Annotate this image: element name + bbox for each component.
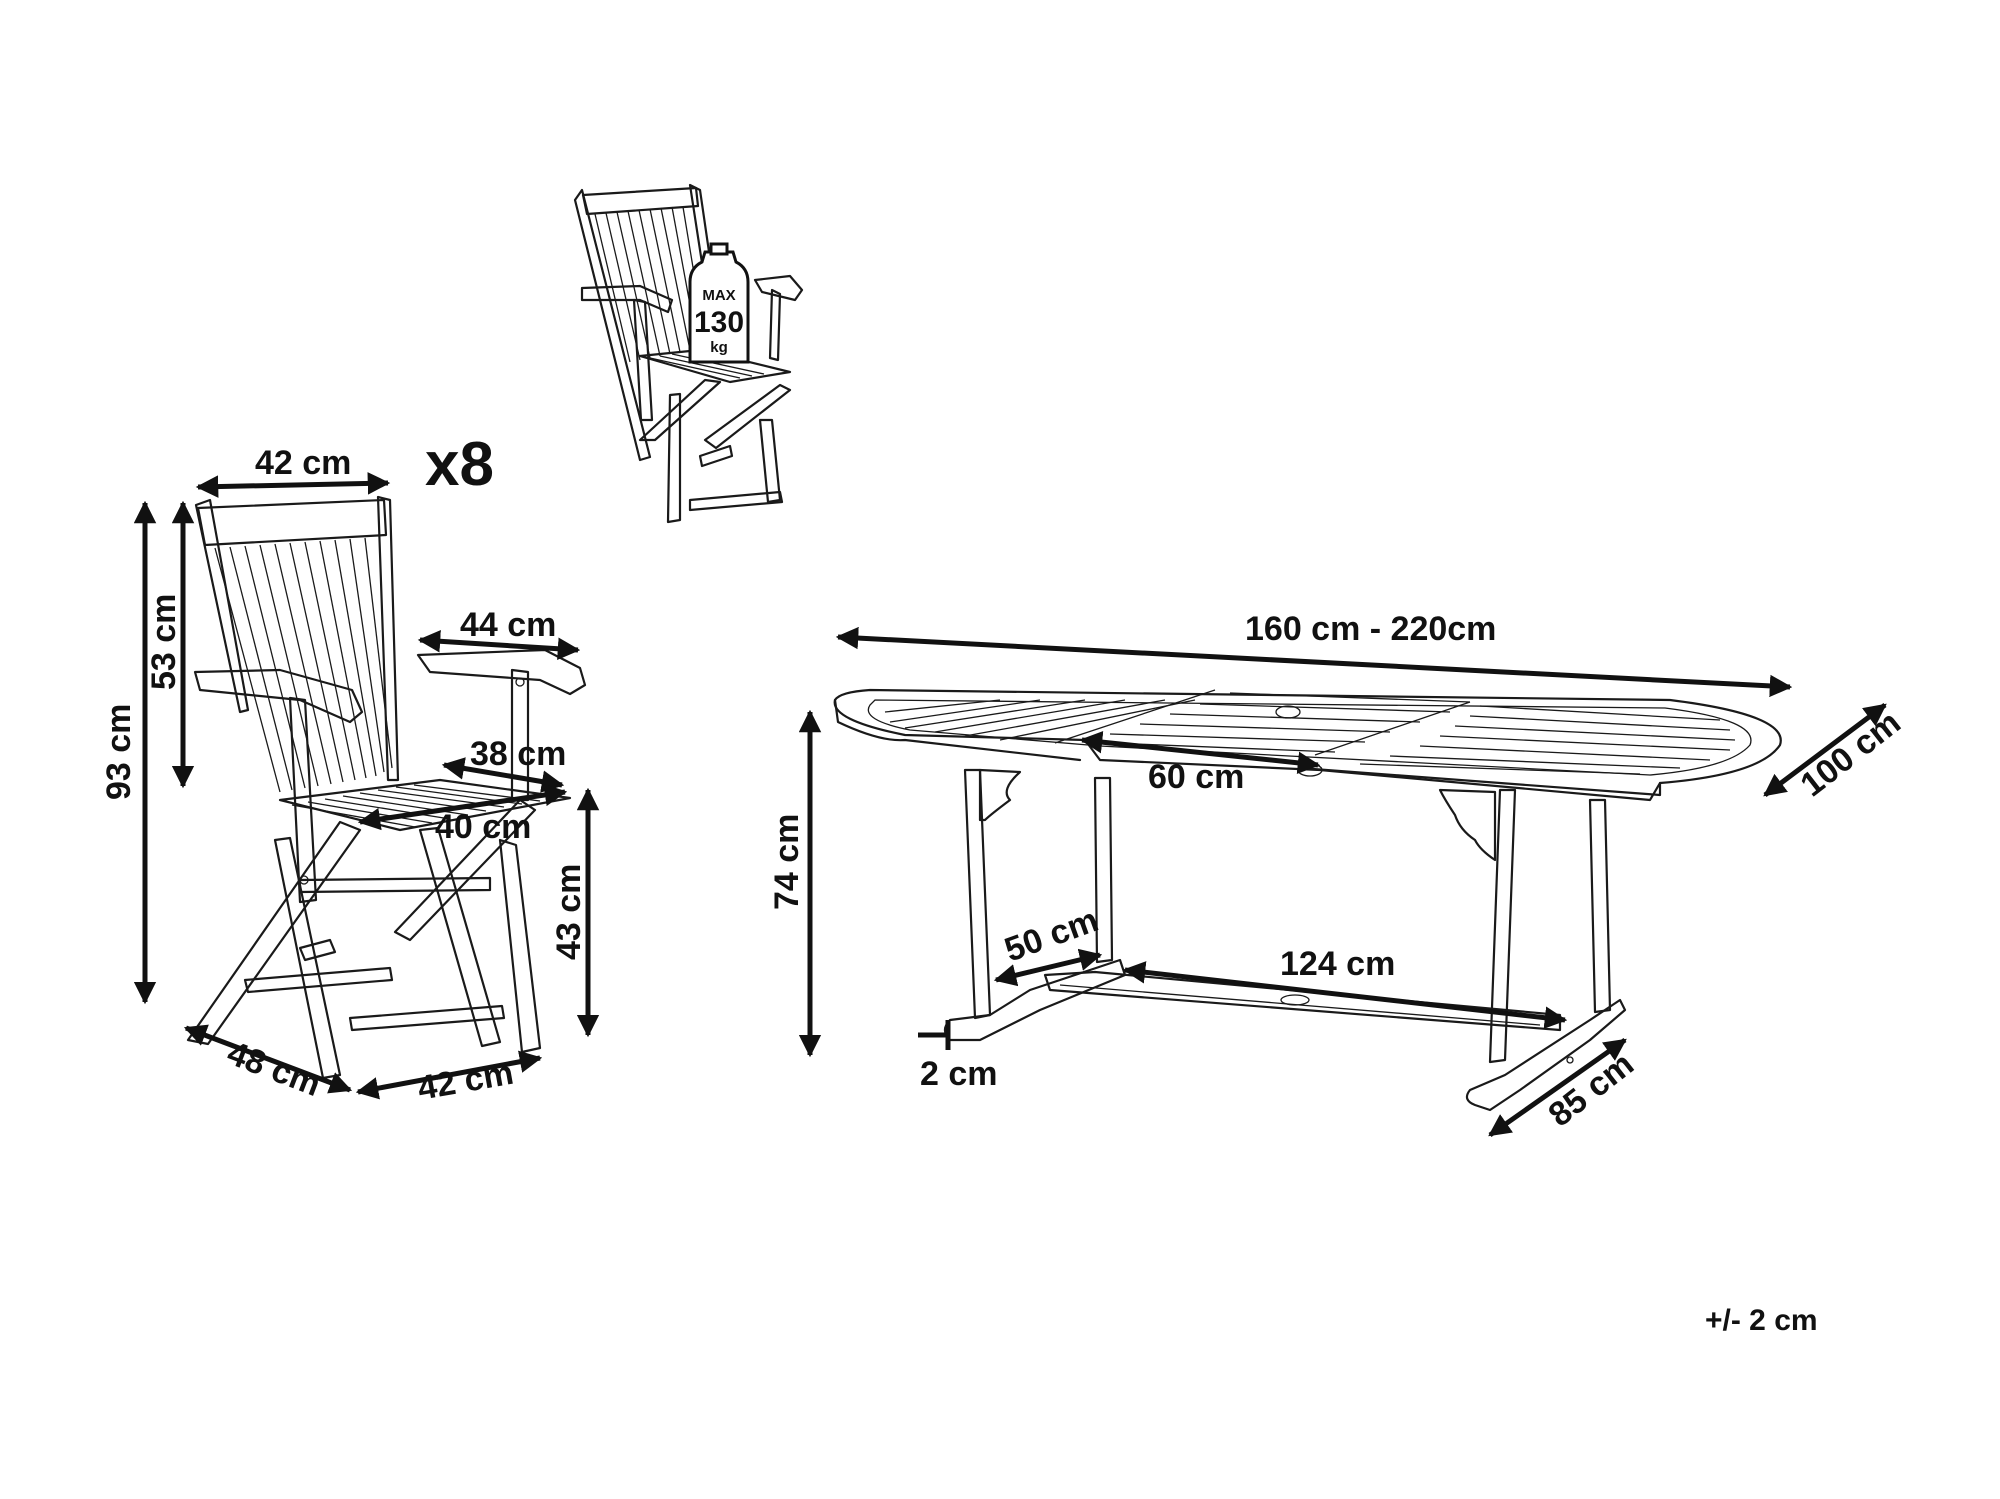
table-frame-length-label: 124 cm [1280, 945, 1395, 983]
max-load-weight-icon: MAX 130 kg [688, 242, 750, 364]
chair-base-width-label: 42 cm [415, 1054, 517, 1108]
chair-top-width-label: 42 cm [255, 444, 351, 482]
max-load-unit: kg [710, 339, 728, 356]
chair-arm-depth-label: 44 cm [460, 606, 556, 644]
max-load-value: 130 [694, 306, 744, 339]
max-load-label: MAX [702, 287, 735, 304]
chair-quantity: x8 [425, 430, 494, 499]
tolerance-note: +/- 2 cm [1705, 1304, 1818, 1337]
table-height-label: 74 cm [768, 814, 806, 910]
chair-seat-height-label: 43 cm [550, 864, 588, 960]
table-illustration [833, 688, 1782, 1112]
chair-base-depth-label: 48 cm [222, 1034, 326, 1104]
table-extension-label: 60 cm [1148, 758, 1244, 796]
chair-seat-depth-label: 38 cm [470, 735, 566, 773]
table-dimension-lines [798, 626, 1887, 1138]
table-foot-thickness-label: 2 cm [920, 1055, 998, 1093]
table-length-label: 160 cm - 220cm [1245, 610, 1496, 648]
large-chair-illustration [186, 495, 587, 1080]
chair-back-height-label: 53 cm [145, 594, 183, 690]
table-width-label: 100 cm [1794, 703, 1908, 804]
chair-total-height-label: 93 cm [100, 704, 138, 800]
chair-dimension-lines [133, 472, 600, 1100]
small-chair-illustration: MAX 130 kg [573, 183, 804, 524]
chair-seat-width-label: 40 cm [435, 808, 531, 846]
